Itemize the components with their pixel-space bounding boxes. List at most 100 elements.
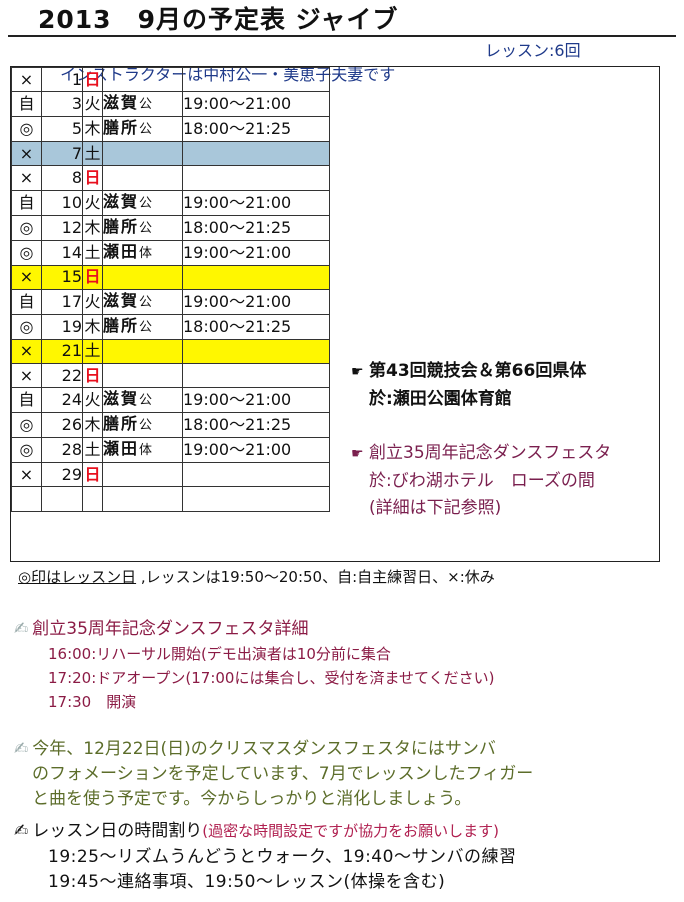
schedule-place: 膳所公 <box>102 313 183 340</box>
place-type: 体 <box>139 443 153 459</box>
event-competition-venue: 於:瀬田公園体育館 <box>369 389 512 409</box>
schedule-mark: ◎ <box>11 437 42 464</box>
schedule-time <box>182 264 330 290</box>
schedule-day: 24 <box>41 387 83 414</box>
schedule-weekday: 火 <box>82 387 103 414</box>
event-festa-title: 創立35周年記念ダンスフェスタ <box>369 443 612 463</box>
schedule-mark: 自 <box>11 288 42 315</box>
schedule-day: 22 <box>41 362 83 389</box>
schedule-weekday: 火 <box>82 189 103 216</box>
schedule-place <box>102 66 183 93</box>
event-competition-title: 第43回競技会＆第66回県体 <box>369 361 587 381</box>
pointing-hand-icon: ☛ <box>351 446 364 462</box>
place-name: 膳所 <box>103 315 140 335</box>
schedule-place <box>102 141 183 167</box>
place-type: 公 <box>139 319 153 335</box>
place-name: 膳所 <box>103 414 140 434</box>
schedule-mark: × <box>11 264 42 290</box>
schedule-weekday: 日 <box>82 264 103 290</box>
schedule-time: 19:00～21:00 <box>182 288 330 315</box>
place-type: 公 <box>139 220 153 236</box>
place-type: 公 <box>139 418 153 434</box>
xmas-text-1: 今年、12月22日(日)のクリスマスダンスフェスタにはサンバ <box>32 739 496 759</box>
schedule-day: 29 <box>41 462 83 488</box>
schedule-day: 5 <box>41 116 83 143</box>
festa-line-2: 17:20:ドアオープン(17:00には集合し、受付を済ませてください) <box>48 669 495 687</box>
xmas-line-2: のフォメーションを予定しています、7月でレッスンしたフィガー <box>32 764 534 784</box>
schedule-time <box>182 338 330 364</box>
festa-line-3: 17:30 開演 <box>48 693 137 711</box>
timetable-title: レッスン日の時間割り <box>32 821 203 841</box>
place-name: 滋賀 <box>103 290 140 310</box>
schedule-day: 12 <box>41 214 83 241</box>
schedule-weekday: 木 <box>82 116 103 143</box>
schedule-place: 瀬田体 <box>102 239 183 266</box>
schedule-mark: ◎ <box>11 412 42 439</box>
schedule-mark: ◎ <box>11 239 42 266</box>
schedule-time <box>182 141 330 167</box>
lesson-count: レッスン:6回 <box>485 41 581 60</box>
schedule-weekday: 木 <box>82 412 103 439</box>
schedule-time <box>182 362 330 389</box>
schedule-empty-cell <box>11 486 42 512</box>
schedule-mark: ◎ <box>11 313 42 340</box>
schedule-place: 滋賀公 <box>102 189 183 216</box>
schedule-day: 14 <box>41 239 83 266</box>
event-festa: ☛創立35周年記念ダンスフェスタ 於:びわ湖ホテル ローズの間 (詳細は下記参照… <box>351 440 611 522</box>
schedule-day: 28 <box>41 437 83 464</box>
place-type: 公 <box>139 195 153 211</box>
event-festa-venue: 於:びわ湖ホテル ローズの間 <box>369 471 595 491</box>
schedule-day: 21 <box>41 338 83 364</box>
schedule-mark: × <box>11 165 42 191</box>
schedule-weekday: 木 <box>82 313 103 340</box>
schedule-place: 膳所公 <box>102 214 183 241</box>
schedule-time: 18:00～21:25 <box>182 412 330 439</box>
schedule-place <box>102 462 183 488</box>
place-name: 滋賀 <box>103 191 140 211</box>
schedule-weekday: 土 <box>82 141 103 167</box>
schedule-weekday: 土 <box>82 239 103 266</box>
pen-icon: ✍ <box>14 821 29 841</box>
schedule-day: 3 <box>41 91 83 118</box>
place-name: 瀬田 <box>103 241 140 261</box>
schedule-day: 19 <box>41 313 83 340</box>
timetable-line-1: 19:25～リズムうんどうとウォーク、19:40～サンバの練習 <box>48 847 517 867</box>
schedule-empty-cell <box>82 486 103 512</box>
schedule-mark: ◎ <box>11 116 42 143</box>
schedule-mark: × <box>11 362 42 389</box>
schedule-time: 18:00～21:25 <box>182 313 330 340</box>
schedule-place <box>102 264 183 290</box>
place-type: 公 <box>139 294 153 310</box>
schedule-weekday: 火 <box>82 288 103 315</box>
schedule-time <box>182 165 330 191</box>
instructor-info: インストラクターは中村公一・美恵子夫妻です レッスン:6回 <box>50 39 640 84</box>
schedule-mark: × <box>11 66 42 93</box>
schedule-empty-cell <box>182 486 330 512</box>
schedule-day: 1 <box>41 66 83 93</box>
schedule-weekday: 木 <box>82 214 103 241</box>
xmas-line-3: と曲を使う予定です。今からしっかりと消化しましょう。 <box>32 789 472 809</box>
place-name: 滋賀 <box>103 389 140 409</box>
schedule-place: 膳所公 <box>102 116 183 143</box>
schedule-mark: × <box>11 338 42 364</box>
schedule-weekday: 日 <box>82 362 103 389</box>
place-type: 公 <box>139 393 153 409</box>
schedule-empty-row <box>11 486 330 512</box>
schedule-time: 19:00～21:00 <box>182 91 330 118</box>
schedule-time: 19:00～21:00 <box>182 189 330 216</box>
place-name: 瀬田 <box>103 439 140 459</box>
event-competition: ☛第43回競技会＆第66回県体 於:瀬田公園体育館 <box>351 358 586 413</box>
